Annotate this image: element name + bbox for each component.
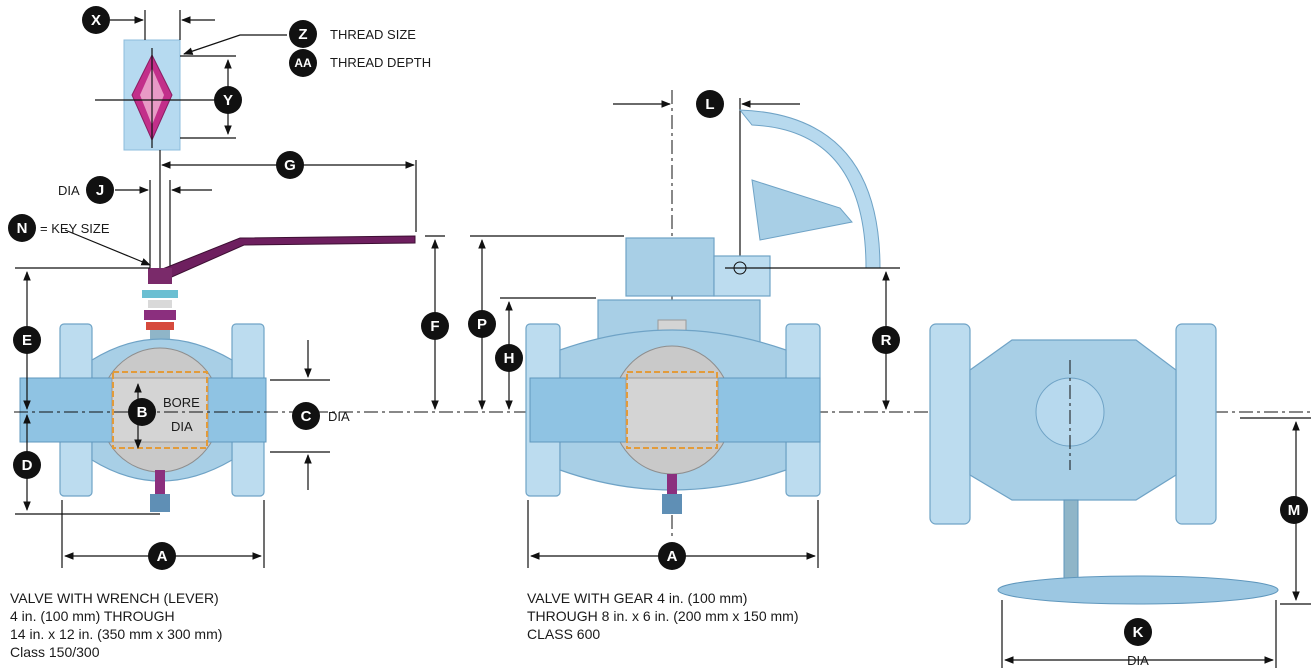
marker-j: J xyxy=(86,176,114,204)
marker-h: H xyxy=(495,344,523,372)
svg-text:C: C xyxy=(301,408,312,425)
valve-with-gear-drawing xyxy=(470,90,900,568)
wrench-caption: VALVE WITH WRENCH (LEVER) 4 in. (100 mm)… xyxy=(10,590,222,660)
thread-size-note: THREAD SIZE xyxy=(330,27,416,42)
svg-text:Z: Z xyxy=(298,26,307,43)
marker-p: P xyxy=(468,310,496,338)
svg-text:14 in. x 12 in. (350 mm x 300: 14 in. x 12 in. (350 mm x 300 mm) xyxy=(10,626,222,642)
svg-text:F: F xyxy=(430,318,439,335)
marker-x: X xyxy=(82,6,110,34)
svg-text:CLASS 600: CLASS 600 xyxy=(527,626,600,642)
marker-n: N xyxy=(8,214,36,242)
svg-text:H: H xyxy=(504,350,515,367)
svg-text:A: A xyxy=(157,548,168,565)
svg-text:E: E xyxy=(22,332,32,349)
svg-text:P: P xyxy=(477,316,487,333)
j-dia-note: DIA xyxy=(58,183,80,198)
svg-text:4 in. (100 mm) THROUGH: 4 in. (100 mm) THROUGH xyxy=(10,608,175,624)
marker-aa: AA xyxy=(289,49,317,77)
bore-note: BORE xyxy=(163,395,200,410)
k-dia-note: DIA xyxy=(1127,653,1149,668)
svg-text:THROUGH 8 in. x 6 in. (200 mm: THROUGH 8 in. x 6 in. (200 mm x 150 mm) xyxy=(527,608,799,624)
svg-text:G: G xyxy=(284,157,296,174)
valve-side-view-drawing xyxy=(929,323,1311,668)
svg-text:L: L xyxy=(705,96,714,113)
marker-g: G xyxy=(276,151,304,179)
svg-text:N: N xyxy=(17,220,28,237)
key-detail-inset xyxy=(95,10,287,151)
svg-text:X: X xyxy=(91,12,101,29)
svg-text:A: A xyxy=(667,548,678,565)
svg-text:Y: Y xyxy=(223,92,233,109)
svg-text:VALVE WITH WRENCH (LEVER): VALVE WITH WRENCH (LEVER) xyxy=(10,590,219,606)
svg-text:VALVE WITH GEAR 4 in. (100 mm): VALVE WITH GEAR 4 in. (100 mm) xyxy=(527,590,747,606)
svg-text:D: D xyxy=(22,457,33,474)
svg-text:Class 150/300: Class 150/300 xyxy=(10,644,100,660)
c-dia-note: DIA xyxy=(328,409,350,424)
marker-y: Y xyxy=(214,86,242,114)
marker-a-wrench: A xyxy=(148,542,176,570)
svg-text:R: R xyxy=(881,332,892,349)
marker-e: E xyxy=(13,326,41,354)
marker-z: Z xyxy=(289,20,317,48)
key-size-note: = KEY SIZE xyxy=(40,221,110,236)
marker-d: D xyxy=(13,451,41,479)
svg-text:B: B xyxy=(137,404,148,421)
marker-c: C xyxy=(292,402,320,430)
svg-text:AA: AA xyxy=(294,56,312,70)
valve-with-wrench-drawing xyxy=(14,150,1311,568)
svg-text:K: K xyxy=(1133,624,1144,641)
gear-caption: VALVE WITH GEAR 4 in. (100 mm) THROUGH 8… xyxy=(527,590,799,642)
svg-text:J: J xyxy=(96,182,104,199)
marker-b: B xyxy=(128,398,156,426)
bore-dia-note: DIA xyxy=(171,419,193,434)
marker-f: F xyxy=(421,312,449,340)
marker-l: L xyxy=(696,90,724,118)
marker-m: M xyxy=(1280,496,1308,524)
marker-r: R xyxy=(872,326,900,354)
marker-a-gear: A xyxy=(658,542,686,570)
svg-text:M: M xyxy=(1288,502,1301,519)
thread-depth-note: THREAD DEPTH xyxy=(330,55,431,70)
marker-k: K xyxy=(1124,618,1152,646)
